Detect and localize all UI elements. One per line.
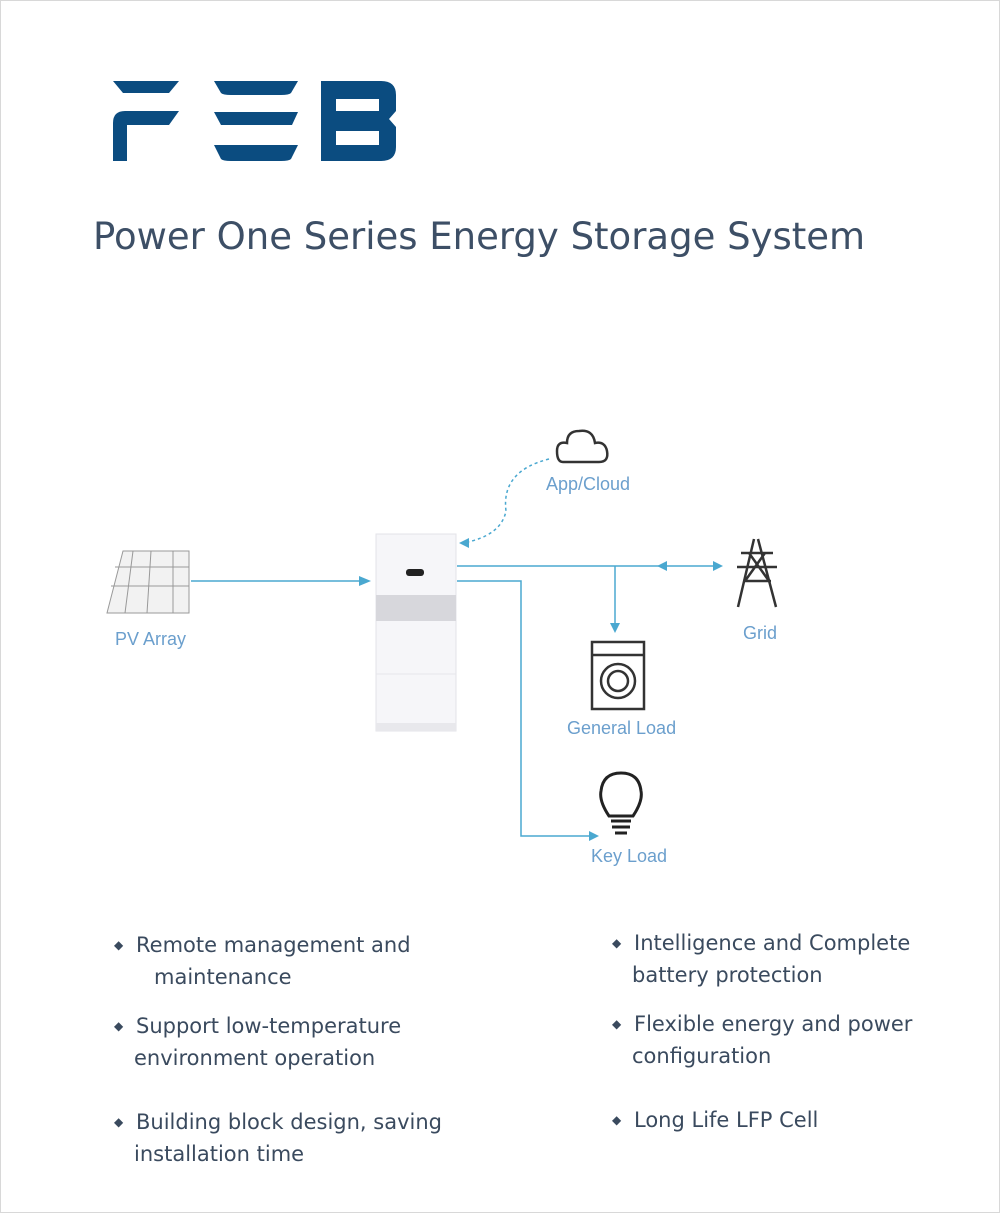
feature-item: ◆Long Life LFP Cell bbox=[612, 1108, 819, 1132]
label-grid: Grid bbox=[743, 623, 778, 643]
grid-tower-icon bbox=[736, 538, 778, 608]
label-key-load: Key Load bbox=[591, 846, 668, 866]
cloud-link bbox=[462, 458, 550, 544]
cloud-icon bbox=[555, 429, 609, 464]
label-general-load: General Load bbox=[567, 718, 677, 738]
system-diagram bbox=[106, 429, 778, 841]
washing-machine-icon bbox=[590, 640, 646, 711]
lightbulb-icon bbox=[599, 771, 643, 835]
feb-logo bbox=[113, 81, 396, 161]
storage-cabinet bbox=[375, 533, 457, 732]
label-app-cloud: App/Cloud bbox=[546, 474, 631, 494]
page-title: Power One Series Energy Storage System bbox=[93, 215, 866, 258]
label-pv-array: PV Array bbox=[115, 629, 187, 649]
pv-array-icon bbox=[106, 550, 190, 614]
